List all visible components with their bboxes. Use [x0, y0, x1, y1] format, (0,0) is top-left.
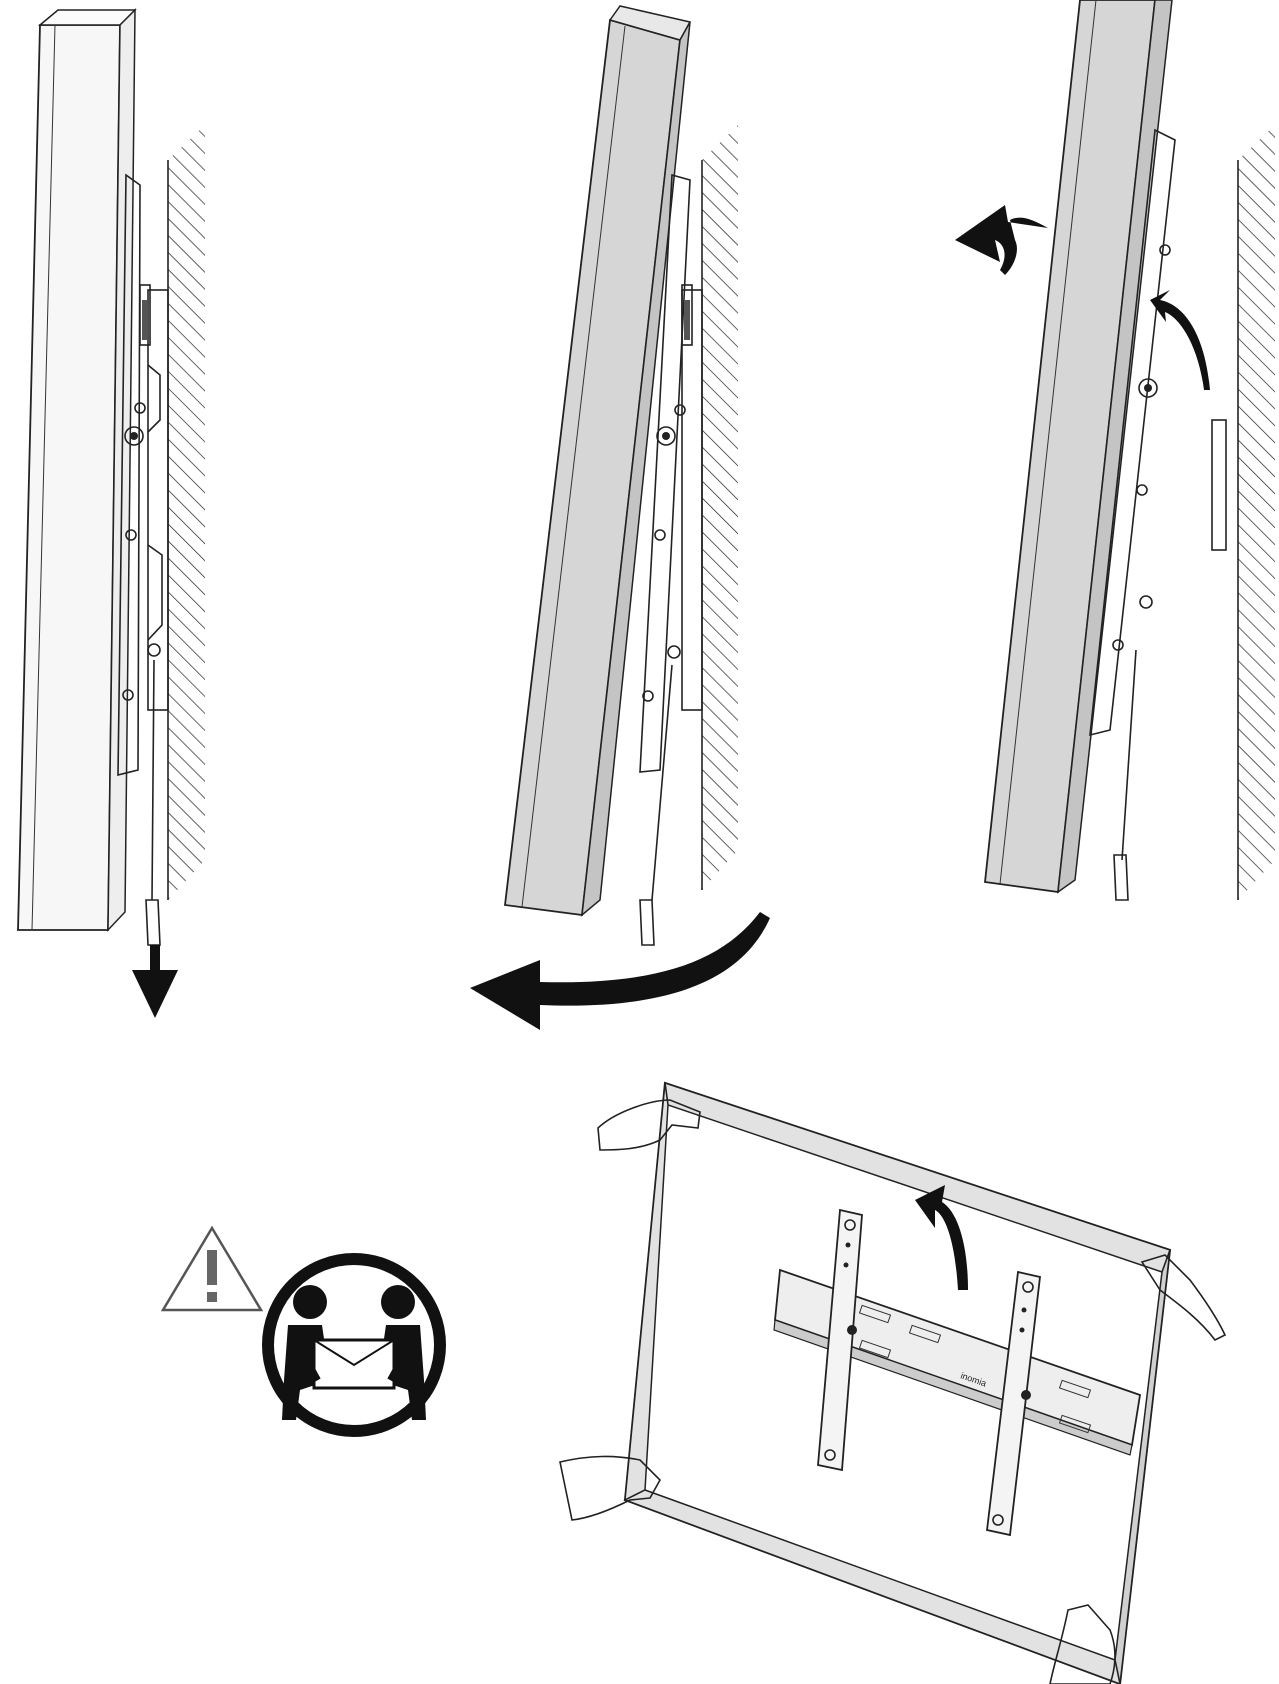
panel-step-pull-cord [17, 8, 205, 1018]
hand-bottom-left [559, 1455, 661, 1521]
pull-tab-2 [639, 899, 655, 946]
pull-tab-3 [1113, 854, 1129, 901]
tv-bracket-arm-3 [1089, 128, 1176, 737]
release-cord-2 [651, 664, 673, 901]
pull-tab-1 [145, 899, 161, 946]
tv-bracket-arm-2 [639, 173, 693, 773]
release-cord-3 [1121, 649, 1137, 861]
wall-hatch-1 [167, 125, 205, 900]
curved-arrow-up-icon [915, 1185, 968, 1290]
panel-step-tilt-tv-forward [470, 5, 770, 1030]
tv-panel-2 [504, 5, 692, 917]
arrow-down-icon [132, 945, 178, 1018]
release-cord-1 [151, 659, 155, 901]
tv-bracket-arm-1 [117, 173, 163, 777]
arrow-left-icon [955, 205, 1048, 275]
wall-plate-3 [1211, 419, 1227, 551]
panel-step-two-person-lift [160, 1225, 446, 1437]
wall-plate-2 [681, 289, 703, 711]
vertical-arm-right [986, 1270, 1041, 1537]
hand-bottom-right [1049, 1604, 1116, 1684]
panel-tv-back-view: inomia [559, 1081, 1227, 1684]
tv-panel-1 [17, 8, 137, 932]
wall-hatch-3 [1237, 125, 1275, 900]
warning-triangle-icon [160, 1225, 264, 1312]
wall-rail: inomia [773, 1268, 1142, 1456]
vertical-arm-left [817, 1208, 863, 1472]
hand-top-right [1140, 1254, 1227, 1342]
wall-hatch-2 [701, 125, 738, 890]
curved-arrow-left-icon [470, 912, 770, 1030]
hand-top-left [597, 1099, 701, 1151]
wall-plate-1 [147, 289, 169, 711]
panel-step-lift-tv-off [955, 0, 1275, 901]
hook-lift-arrow-icon [1150, 290, 1210, 390]
two-person-lift-icon [262, 1253, 446, 1437]
tv-panel-3 [984, 0, 1173, 894]
